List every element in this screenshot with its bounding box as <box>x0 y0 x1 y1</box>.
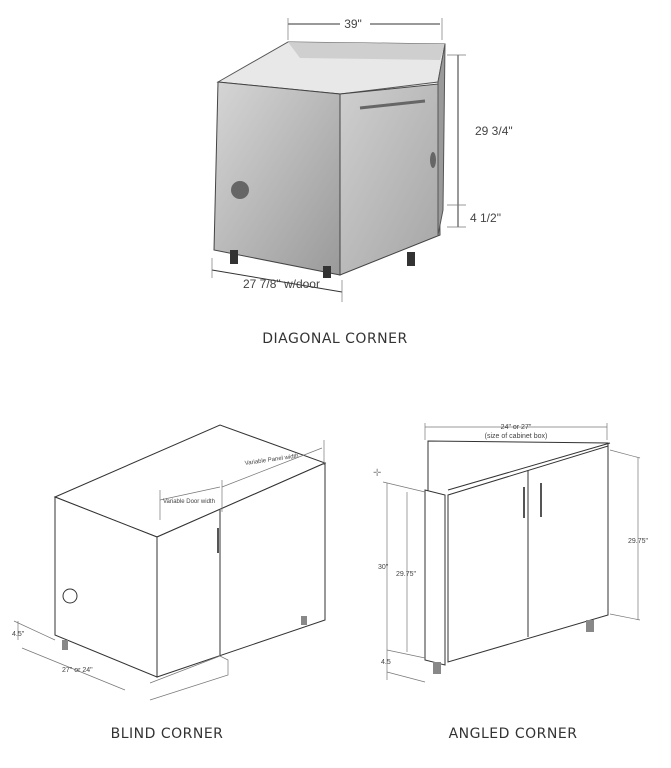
angled-corner-drawing: ✛ <box>373 423 641 683</box>
angled-width-label: 24" or 27" <box>501 424 532 431</box>
diagonal-corner-drawing <box>211 18 466 302</box>
diagonal-corner-caption: DIAGONAL CORNER <box>262 331 407 347</box>
diagonal-depth-label: 27 7/8" w/door <box>243 277 320 291</box>
plumbing-hole-icon <box>231 181 249 199</box>
angled-corner-caption: ANGLED CORNER <box>449 726 578 742</box>
blind-toe-kick-label: 4.5" <box>12 631 25 638</box>
blind-door-width-label: Variable Door width <box>163 499 215 505</box>
blind-corner-caption: BLIND CORNER <box>111 726 224 742</box>
move-cursor-icon: ✛ <box>373 468 381 479</box>
angled-overall-height-label: 30" <box>378 564 389 571</box>
angled-right-height-label: 29.75" <box>628 538 649 545</box>
angled-left-height-label: 29.75" <box>396 571 417 578</box>
diagonal-width-label: 39" <box>344 17 362 31</box>
plumbing-hole-icon <box>62 588 78 604</box>
diagonal-toe-kick-label: 4 1/2" <box>470 211 501 225</box>
blind-depth-label: 27" or 24" <box>62 667 93 674</box>
angled-width-note: (size of cabinet box) <box>485 433 548 440</box>
diagonal-height-label: 29 3/4" <box>475 124 513 138</box>
angled-toe-kick-label: 4.5 <box>381 659 391 666</box>
blind-corner-drawing <box>13 424 327 701</box>
